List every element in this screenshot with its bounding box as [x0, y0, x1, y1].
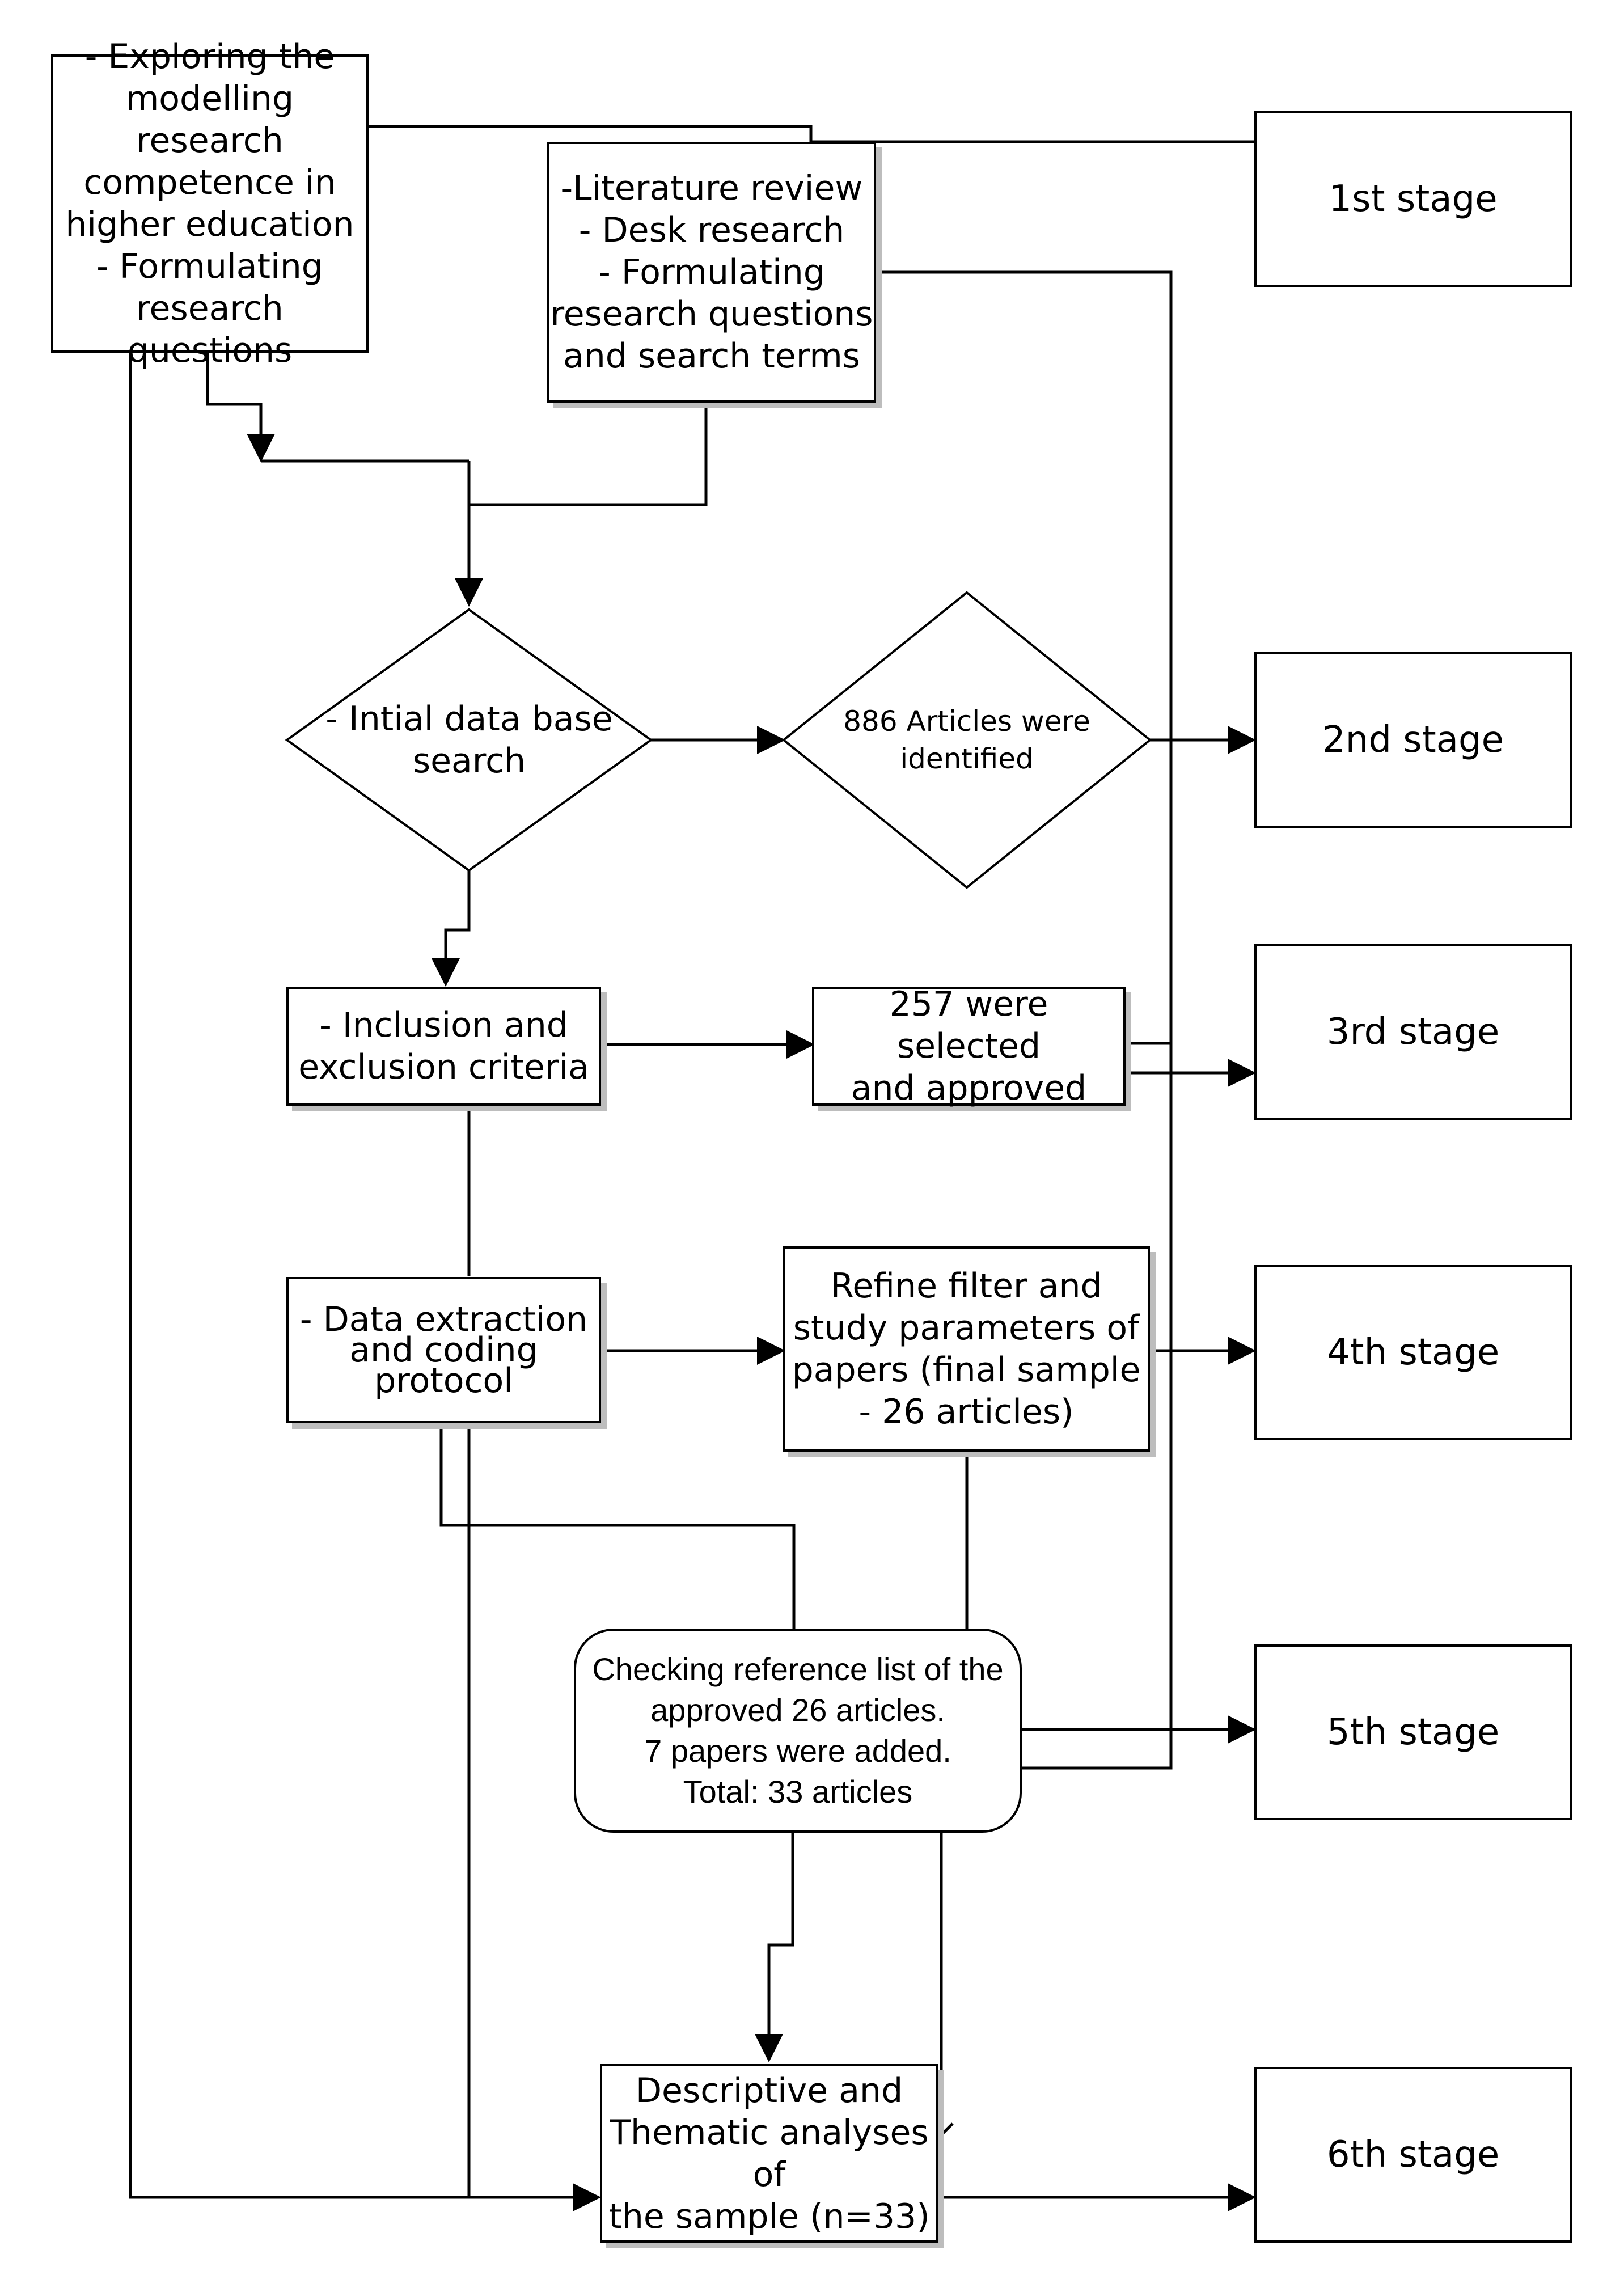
stage-3-box: 3rd stage [1254, 944, 1572, 1120]
refine-text: Refine filter and study parameters of pa… [792, 1266, 1141, 1432]
literature-box: -Literature review - Desk research - For… [547, 142, 876, 403]
extraction-box: - Data extraction and coding protocol [286, 1277, 601, 1423]
edge-left-to-descriptive [129, 353, 601, 2211]
initial-search-text: - Intial data base search [325, 699, 613, 781]
checking-text: Checking reference list of the approved … [592, 1651, 1004, 1809]
edge-exploring-to-1st-stage [369, 125, 1313, 156]
stage-6-box: 6th stage [1254, 2067, 1572, 2243]
literature-text: -Literature review - Desk research - For… [550, 168, 873, 376]
stage-3-label: 3rd stage [1326, 1011, 1500, 1053]
stage-1-label: 1st stage [1329, 178, 1498, 220]
selected-box: 257 were selected and approved [812, 984, 1126, 1108]
edge-search-to-inclusion [432, 870, 471, 987]
stage-2-box: 2nd stage [1254, 652, 1572, 828]
exploring-box: - Exploring the modelling research compe… [51, 37, 369, 370]
stage-5-box: 5th stage [1254, 1644, 1572, 1820]
inclusion-box: - Inclusion and exclusion criteria [286, 987, 601, 1106]
stage-5-label: 5th stage [1326, 1711, 1500, 1753]
edge-literature-down [469, 403, 708, 506]
selected-text: 257 were selected and approved [851, 984, 1087, 1108]
stage-6-label: 6th stage [1326, 2134, 1500, 2176]
stage-2-label: 2nd stage [1322, 719, 1504, 761]
edge-exploring-down [206, 353, 275, 462]
stage-4-box: 4th stage [1254, 1265, 1572, 1440]
identified-diamond [781, 591, 1152, 889]
stage-4-label: 4th stage [1326, 1331, 1500, 1373]
edge-checking-right-down [940, 1833, 954, 2139]
descriptive-box: Descriptive and Thematic analyses of the… [600, 2064, 938, 2243]
edge-checking-to-descriptive [755, 1833, 794, 2062]
identified-text: 886 Articles were identified [843, 705, 1090, 775]
refine-box: Refine filter and study parameters of pa… [783, 1246, 1150, 1452]
inclusion-text: - Inclusion and exclusion criteria [298, 1005, 589, 1087]
stage-1-box: 1st stage [1254, 111, 1572, 287]
identified-label-wrap: 886 Articles were identified [811, 697, 1123, 783]
edge-literature-to-5th-stage [873, 270, 1173, 1770]
initial-search-label-wrap: - Intial data base search [306, 692, 632, 788]
edge-extraction-to-checking [439, 1423, 796, 1629]
checking-box: Checking reference list of the approved … [574, 1629, 1022, 1833]
initial-search-diamond [285, 608, 653, 872]
exploring-text: - Exploring the modelling research compe… [65, 37, 354, 370]
extraction-text: - Data extraction and coding protocol [299, 1300, 588, 1401]
descriptive-text: Descriptive and Thematic analyses of the… [608, 2070, 930, 2236]
